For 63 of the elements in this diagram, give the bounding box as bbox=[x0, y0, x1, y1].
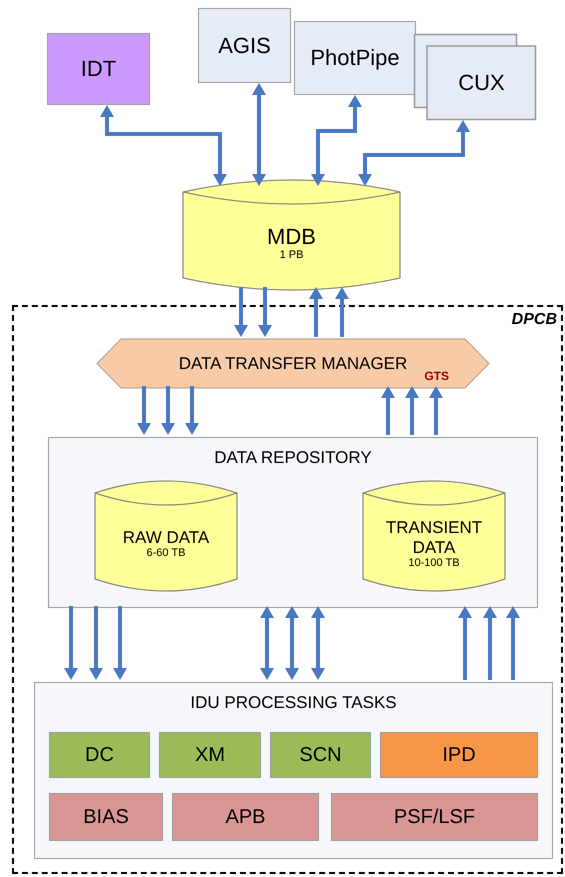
node-label: DATA TRANSFER MANAGER bbox=[178, 354, 408, 374]
arrow bbox=[506, 606, 520, 680]
arrow bbox=[405, 386, 419, 435]
node-label: MDB bbox=[267, 224, 316, 250]
node-label: IDT bbox=[80, 56, 116, 82]
arrow bbox=[309, 287, 323, 337]
boundary-box bbox=[12, 305, 563, 874]
arrow bbox=[185, 386, 199, 435]
arrow bbox=[458, 606, 472, 680]
arrow bbox=[335, 287, 349, 337]
capacity-label: 6-60 TB bbox=[146, 547, 186, 560]
task-box bbox=[49, 793, 163, 841]
arrow bbox=[161, 386, 175, 435]
arrow bbox=[252, 83, 266, 186]
node-label: TRANSIENT DATA bbox=[384, 518, 484, 558]
arrow bbox=[234, 287, 248, 337]
process-box bbox=[294, 21, 416, 95]
arrow bbox=[358, 120, 470, 186]
arrow bbox=[311, 606, 325, 680]
node-label: CUX bbox=[458, 70, 505, 96]
process-box bbox=[47, 33, 150, 105]
node-label: AGIS bbox=[218, 32, 271, 58]
container-box bbox=[48, 437, 538, 608]
task-box bbox=[172, 793, 319, 841]
arrow bbox=[483, 606, 497, 680]
node-label: DC bbox=[85, 744, 114, 766]
group-label: DPCB bbox=[512, 311, 557, 330]
arrow bbox=[100, 105, 227, 186]
node-label: BIAS bbox=[83, 806, 129, 828]
capacity-label: 1 PB bbox=[280, 249, 304, 262]
node-label: PSF/LSF bbox=[394, 806, 476, 828]
task-box bbox=[159, 732, 261, 778]
arrow bbox=[285, 606, 299, 680]
node-label: IDU PROCESSING TASKS bbox=[190, 693, 397, 713]
node-label: DATA REPOSITORY bbox=[214, 448, 372, 468]
arrow bbox=[311, 95, 362, 186]
arrow bbox=[260, 606, 274, 680]
database-cylinder bbox=[363, 481, 505, 591]
node-label: XM bbox=[195, 744, 225, 766]
node-label: PhotPipe bbox=[310, 45, 400, 71]
arrow bbox=[381, 386, 395, 435]
container-box bbox=[34, 682, 553, 859]
arrow bbox=[64, 606, 78, 680]
arrow bbox=[89, 606, 103, 680]
tag-label: GTS bbox=[424, 370, 449, 384]
node-label: SCN bbox=[299, 744, 342, 766]
task-box bbox=[49, 732, 150, 778]
hexagon-box bbox=[97, 339, 489, 388]
task-box bbox=[380, 732, 538, 778]
process-box bbox=[198, 8, 291, 83]
arrow bbox=[258, 287, 272, 337]
node-label: APB bbox=[225, 806, 266, 828]
arrow bbox=[429, 386, 443, 435]
capacity-label: 10-100 TB bbox=[408, 557, 460, 570]
node-label: RAW DATA bbox=[122, 528, 210, 548]
node-label: IPD bbox=[442, 744, 476, 766]
database-cylinder bbox=[95, 481, 237, 591]
stacked-process-box bbox=[414, 34, 536, 120]
arrow bbox=[137, 386, 151, 435]
task-box bbox=[331, 793, 538, 841]
task-box bbox=[270, 732, 371, 778]
database-cylinder bbox=[183, 180, 400, 290]
arrow bbox=[113, 606, 127, 680]
